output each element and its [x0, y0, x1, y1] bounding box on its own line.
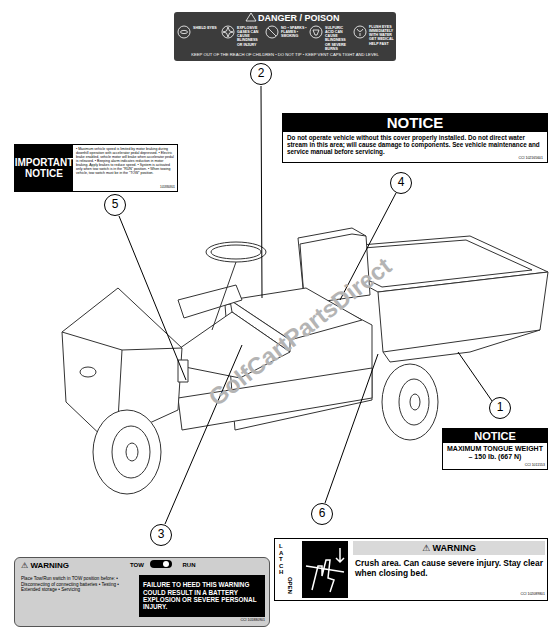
headlight [80, 367, 96, 377]
cargo-bed-front [378, 272, 548, 352]
crush-icon-bed [306, 566, 344, 572]
decal-text: Place Tow/Run switch in TOW position bef… [21, 576, 133, 593]
callout-number: 5 [105, 195, 125, 215]
leader-line [261, 86, 262, 298]
decal-text: SULFURIC ACID CAN CAUSE BLINDNESS OR SEV… [325, 26, 352, 51]
flush-eyes-icon [357, 29, 363, 36]
decal-text: MAXIMUM TONGUE WEIGHT – 150 lb. (667 N) [445, 445, 545, 461]
switch-label: TOW [125, 562, 149, 569]
decal-text: NO • SPARKS • FLAMES • SMOKING [281, 26, 308, 38]
eye-shield-icon [178, 26, 190, 38]
acid-icon [310, 26, 322, 38]
no-smoking-icon [266, 26, 278, 38]
flush-eyes-icon [354, 26, 366, 38]
callout-number: 4 [391, 173, 411, 193]
important-notice-decal: IMPORTANT NOTICE• Maximum vehicle speed … [14, 144, 178, 192]
tongue-weight-notice-decal: NOTICE MAXIMUM TONGUE WEIGHT – 150 lb. (6… [442, 428, 548, 470]
rear-hub [399, 379, 429, 425]
callout-number: 1 [490, 398, 510, 418]
decal-title: DANGER / POISON [258, 13, 388, 23]
part-number: 101880801 [133, 186, 175, 189]
front-wheel [93, 410, 161, 494]
dashboard [178, 285, 242, 318]
part-number: CCI 1011553 [445, 463, 545, 467]
explosion-icon [223, 27, 233, 37]
open-label: OPEN [287, 573, 294, 597]
steering-column [212, 262, 236, 330]
eye-shield-icon [181, 30, 188, 33]
warning-header: ⚠ WARNING [353, 541, 545, 555]
danger-poison-decal: DANGER / POISON SHIELD EYES EXPLOSIVE GASE… [174, 12, 396, 61]
part-number: CCI 102165601 [443, 156, 543, 160]
cover-notice-decal: NOTICE Do not operate vehicle without thi… [282, 113, 548, 163]
callout-number: 2 [250, 63, 272, 85]
acid-icon [313, 30, 319, 35]
decal-title: NOTICE [283, 114, 547, 132]
callout-number: 4 [390, 172, 412, 194]
crush-icon-ground [302, 541, 348, 598]
tow-run-switch [150, 560, 172, 568]
latch-label: LATCH [279, 543, 286, 576]
steering-wheel [206, 242, 266, 262]
rear-wheel [382, 364, 438, 440]
warning-text: FAILURE TO HEED THIS WARNING COULD RESUL… [139, 575, 265, 617]
switch-label: RUN [177, 562, 201, 569]
front-hub [112, 426, 150, 478]
part-number: CCI 102089801 [475, 592, 545, 596]
decal-text: FLUSH EYES IMMEDIATELY WITH WATER GET ME… [369, 25, 396, 46]
decal-title: NOTICE [443, 429, 547, 443]
tow-run-warning-decal: ⚠ WARNING TOW RUN Place Tow/Run switch in T… [14, 557, 270, 627]
danger-triangle [246, 13, 256, 21]
decal-text: Do not operate vehicle without this cove… [287, 134, 545, 156]
steering-wheel-inner [211, 245, 261, 259]
leader-line [119, 216, 186, 380]
front-hub-cap [126, 443, 138, 461]
hood-line [62, 332, 182, 350]
decal-title: IMPORTANT NOTICE [15, 145, 73, 191]
crush-icon-arrow [336, 548, 344, 562]
watermark: GolfCartPartsDirect [150, 210, 451, 454]
callout-number: 6 [312, 504, 332, 524]
decal-text: Crush area. Can cause severe injury. Sta… [355, 558, 545, 578]
leader-line [458, 352, 492, 401]
callout-number: 3 [151, 525, 171, 545]
leader-line [325, 354, 378, 503]
decal-text: • Maximum vehicle speed is limited by mo… [76, 147, 176, 175]
crush-icon-hand [312, 560, 334, 592]
callout-number: 1 [489, 397, 511, 419]
callout-number: 6 [311, 503, 333, 525]
decal-text: SHIELD EYES [193, 26, 220, 30]
callout-number: 2 [251, 64, 271, 84]
crush-warning-decal: LATCHOPEN ⚠ WARNING Crush area. Can cause … [274, 538, 548, 601]
part-number: CCI 101880901 [139, 618, 265, 622]
explosion-icon [222, 26, 234, 38]
decal-text: EXPLOSIVE GASES CAN CAUSE BLINDNESS OR I… [237, 26, 264, 47]
warning-header: ⚠ WARNING [21, 561, 111, 570]
rear-hub-cap [410, 394, 420, 410]
tow-run-switch-knob [163, 561, 169, 567]
callout-number: 5 [104, 194, 126, 216]
decal-footer: KEEP OUT OF THE REACH OF CHILDREN • DO N… [176, 53, 394, 58]
no-smoking-icon [268, 28, 276, 36]
callout-number: 3 [150, 524, 172, 546]
